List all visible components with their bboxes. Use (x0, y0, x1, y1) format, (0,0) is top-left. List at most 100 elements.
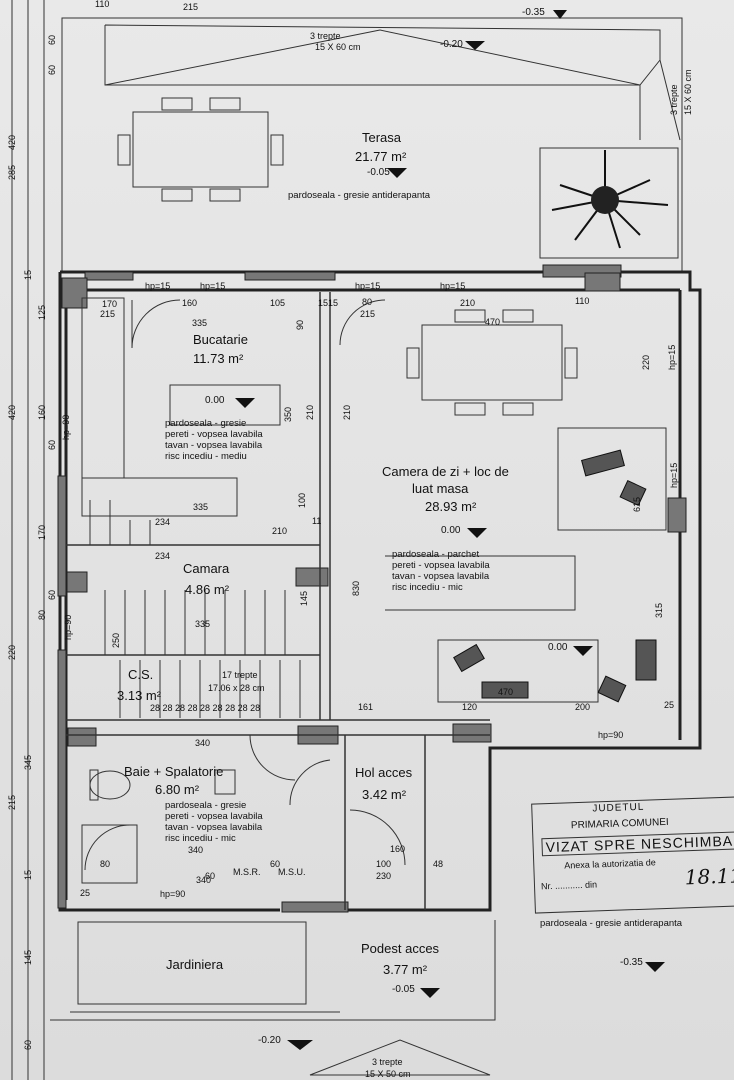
dim: 340 (188, 845, 204, 855)
dim: 220 (641, 354, 651, 370)
side-dimension: 60 (47, 439, 57, 450)
dim: 200 (575, 702, 591, 712)
dim: 160 (390, 844, 406, 854)
dim: 25 (80, 888, 91, 898)
note-line: tavan - vopsea lavabila (165, 440, 263, 451)
dim: 470 (498, 687, 514, 697)
podest-steps-count: 3 trepte (372, 1057, 403, 1067)
side-dimension: 145 (23, 949, 33, 965)
side-dimension: 215 (7, 794, 17, 810)
level-podest-left: -0.20 (258, 1035, 281, 1046)
note-line: tavan - vopsea lavabila (165, 822, 263, 833)
dim: 340 (195, 738, 211, 748)
dim: 170 (102, 299, 118, 309)
dim: 230 (376, 871, 392, 881)
dim: 210 (460, 298, 476, 308)
room-name-bucatarie: Bucatarie (193, 332, 248, 347)
dim: 48 (433, 859, 444, 869)
stair-size: 17.06 x 28 cm (208, 683, 265, 693)
note-line: pardoseala - gresie (165, 418, 247, 429)
dim: 250 (111, 632, 121, 648)
side-dimension: 80 (37, 609, 47, 620)
dim: 315 (654, 602, 664, 618)
stamp-number: Nr. ........... din (540, 879, 598, 892)
hp-label: hp=90 (598, 730, 624, 740)
dim: 1515 (318, 298, 339, 308)
dim: 60 (205, 871, 216, 881)
dim: 161 (358, 702, 374, 712)
room-area-cs: 3.13 m² (117, 688, 162, 703)
side-dimension: 60 (47, 34, 57, 45)
side-dimension: 15 (23, 269, 33, 280)
side-dimension: 125 (37, 304, 47, 320)
terrace-right-steps-count: 3 trepte (669, 84, 679, 115)
dim: 350 (283, 406, 293, 422)
hp-label: hp=15 (200, 281, 226, 291)
terrace-steps-size: 15 X 60 cm (315, 42, 361, 52)
dim: 60 (270, 859, 281, 869)
room-name-camara: Camara (183, 561, 230, 576)
room-area-terasa: 21.77 m² (355, 149, 407, 164)
room-name-cs: C.S. (128, 667, 154, 682)
dim: 615 (632, 496, 642, 512)
dim: 80 (100, 859, 111, 869)
note-line: pereti - vopsea lavabila (165, 429, 263, 440)
dim: 110 (575, 296, 590, 306)
stamp-annex: Anexa la autorizatia de (564, 857, 657, 871)
dim: 105 (270, 298, 286, 308)
side-dimension: 60 (23, 1039, 33, 1050)
planter-label: Jardiniera (166, 957, 224, 972)
dim: 145 (299, 590, 309, 606)
bucatarie-notes: pardoseala - gresie pereti - vopsea lava… (165, 418, 263, 462)
terrace-steps-count: 3 trepte (310, 31, 341, 41)
dim: 215 (360, 309, 376, 319)
hp-label: hp=15 (145, 281, 171, 291)
hp-label: hp=90 (160, 889, 186, 899)
hp-label: hp=15 (355, 281, 381, 291)
note-line: risc incediu - mic (392, 582, 463, 593)
hp-label: hp=15 (669, 462, 679, 488)
note-line: pereti - vopsea lavabila (165, 811, 263, 822)
hp-label: hp=90 (63, 614, 73, 640)
dim: 470 (485, 317, 501, 327)
dim: 234 (155, 517, 171, 527)
room-name-camera-line2: luat masa (412, 481, 469, 496)
dim: 210 (342, 404, 352, 420)
hp-label: hp=15 (667, 344, 677, 370)
level-camera: 0.00 (441, 525, 461, 536)
level-podest-right: -0.35 (620, 957, 643, 968)
dim-top-110: 110 (95, 0, 110, 9)
dim: 340 (196, 875, 212, 885)
side-dimension: 15 (23, 869, 33, 880)
dim: 100 (297, 492, 307, 508)
stair-count: 17 trepte (222, 670, 258, 680)
dim: 80 (362, 297, 373, 307)
dim: 210 (272, 526, 288, 536)
room-area-hol: 3.42 m² (362, 787, 407, 802)
podest-steps-size: 15 X 50 cm (365, 1069, 411, 1079)
dim: 100 (376, 859, 392, 869)
note-line: pereti - vopsea lavabila (392, 560, 490, 571)
side-dimension: 60 (47, 64, 57, 75)
level-podest: -0.05 (392, 984, 415, 995)
dim: 160 (182, 298, 198, 308)
side-dimension: 345 (23, 754, 33, 770)
dim: 210 (305, 404, 315, 420)
level-camera-2: 0.00 (548, 642, 568, 653)
side-dimension: 420 (7, 404, 17, 420)
terrace-right-steps-size: 15 X 60 cm (683, 69, 693, 115)
side-dimension: 420 (7, 134, 17, 150)
stamp-city-hall: PRIMARIA COMUNEI (570, 816, 669, 832)
room-name-baie: Baie + Spalatorie (124, 764, 224, 779)
room-name-podest: Podest acces (361, 941, 440, 956)
meter-msu: M.S.U. (278, 867, 306, 877)
level-bucatarie: 0.00 (205, 395, 225, 406)
hp-label: hp=90 (61, 414, 71, 440)
room-area-baie: 6.80 m² (155, 782, 200, 797)
note-line: tavan - vopsea lavabila (392, 571, 490, 582)
note-line: risc incediu - mediu (165, 451, 247, 462)
stair-tread-dims: 28 28 28 28 28 28 28 28 28 (150, 703, 261, 713)
podest-floor-note: pardoseala - gresie antiderapanta (540, 918, 683, 929)
